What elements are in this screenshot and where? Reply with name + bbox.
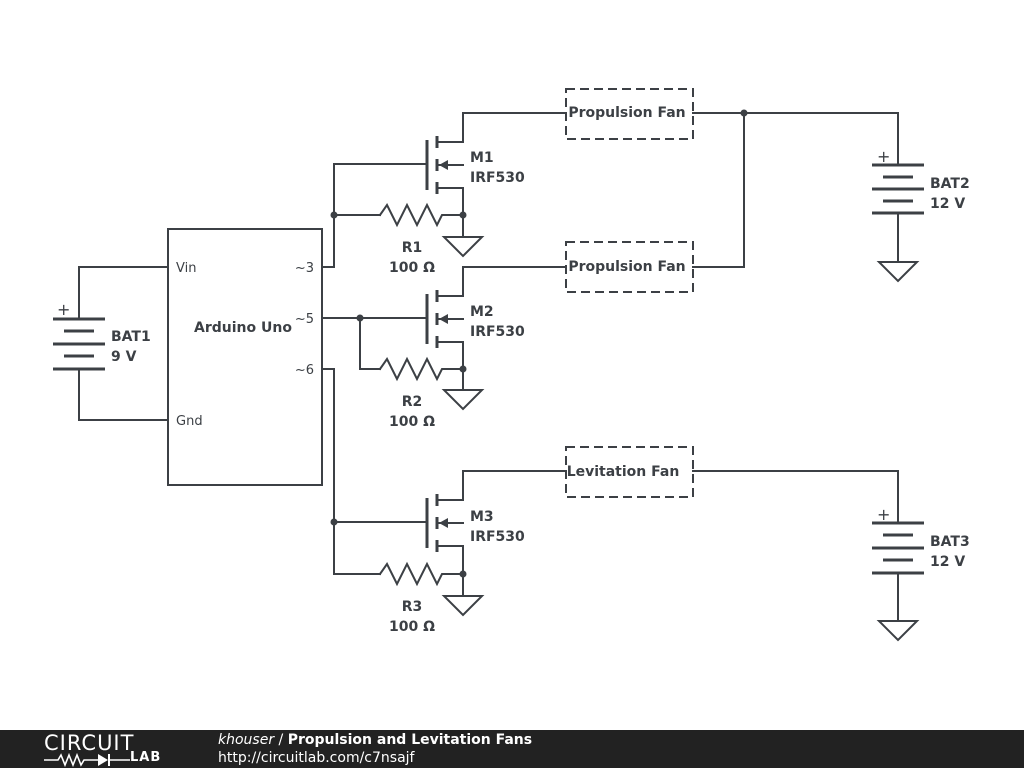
bat3-wiring bbox=[692, 470, 899, 622]
bat1-battery: + BAT1 9 V bbox=[53, 266, 151, 421]
arduino-uno-block: Arduino Uno Vin Gnd ~3 ~5 ~6 bbox=[78, 228, 323, 486]
circuitlab-logo[interactable]: CIRCUIT LAB bbox=[44, 731, 174, 768]
ground-m1 bbox=[441, 236, 485, 258]
m1-part: IRF530 bbox=[470, 170, 525, 186]
ground-m3 bbox=[441, 595, 485, 617]
propulsion-fan-1: Propulsion Fan bbox=[462, 88, 694, 140]
logo-text-lab: LAB bbox=[130, 750, 162, 765]
bat2-value: 12 V bbox=[930, 196, 965, 212]
bat3-plus-sign: + bbox=[877, 505, 890, 524]
resistor-r1: R1 100 Ω bbox=[378, 202, 467, 276]
mosfet-m3: M3 IRF530 bbox=[425, 470, 525, 597]
credit-separator: / bbox=[274, 732, 288, 748]
bat3-name: BAT3 bbox=[930, 534, 970, 550]
m3-part: IRF530 bbox=[470, 529, 525, 545]
r2-value: 100 Ω bbox=[389, 414, 435, 430]
r2-name: R2 bbox=[402, 394, 423, 410]
bat3-battery: + BAT3 12 V bbox=[872, 505, 970, 575]
fan1-label: Propulsion Fan bbox=[568, 105, 685, 121]
bat1-plus-sign: + bbox=[57, 300, 70, 319]
circuit-url-link[interactable]: http://circuitlab.com/c7nsajf bbox=[218, 750, 415, 766]
gate-wire-m2 bbox=[321, 314, 426, 370]
r3-name: R3 bbox=[402, 599, 423, 615]
gate-wire-m3 bbox=[321, 368, 426, 575]
arduino-pin-6: ~6 bbox=[295, 363, 314, 378]
gate-wire-m1 bbox=[321, 163, 426, 268]
ground-bat3 bbox=[876, 620, 920, 642]
ground-m2 bbox=[441, 389, 485, 411]
resistor-r3: R3 100 Ω bbox=[378, 561, 467, 635]
logo-resistor-diode-icon bbox=[44, 752, 130, 768]
m2-name: M2 bbox=[470, 304, 494, 320]
arduino-pin-3: ~3 bbox=[295, 261, 314, 276]
bat2-name: BAT2 bbox=[930, 176, 970, 192]
r1-value: 100 Ω bbox=[389, 260, 435, 276]
footer-bar: CIRCUIT LAB khouser / Propulsion and Lev… bbox=[0, 730, 1024, 768]
resistor-r2: R2 100 Ω bbox=[378, 356, 467, 430]
fan3-label: Levitation Fan bbox=[567, 464, 680, 480]
levitation-fan: Levitation Fan bbox=[462, 446, 694, 498]
bat1-name: BAT1 bbox=[111, 329, 151, 345]
m1-name: M1 bbox=[470, 150, 494, 166]
m2-part: IRF530 bbox=[470, 324, 525, 340]
author-name[interactable]: khouser bbox=[218, 732, 275, 748]
circuit-title: Propulsion and Levitation Fans bbox=[287, 732, 533, 748]
arduino-pin-gnd: Gnd bbox=[176, 414, 203, 429]
circuit-credit: khouser / Propulsion and Levitation Fans bbox=[218, 731, 532, 749]
propulsion-fan-2: Propulsion Fan bbox=[462, 241, 694, 293]
bat2-battery: + BAT2 12 V bbox=[872, 147, 970, 215]
bat2-wiring bbox=[692, 109, 899, 268]
bat1-value: 9 V bbox=[111, 349, 137, 365]
arduino-name: Arduino Uno bbox=[194, 320, 292, 336]
arduino-pin-vin: Vin bbox=[176, 261, 196, 276]
arduino-pin-5: ~5 bbox=[295, 312, 314, 327]
bat3-value: 12 V bbox=[930, 554, 965, 570]
r1-name: R1 bbox=[402, 240, 423, 256]
m3-name: M3 bbox=[470, 509, 494, 525]
circuit-schematic: + BAT1 9 V Arduino Uno Vin Gnd ~3 ~5 ~6 … bbox=[53, 88, 970, 642]
ground-bat2 bbox=[876, 261, 920, 283]
r3-value: 100 Ω bbox=[389, 619, 435, 635]
mosfet-m2: M2 IRF530 bbox=[425, 266, 525, 391]
bat2-plus-sign: + bbox=[877, 147, 890, 166]
fan2-label: Propulsion Fan bbox=[568, 259, 685, 275]
mosfet-m1: M1 IRF530 bbox=[425, 112, 525, 238]
logo-text-circuit: CIRCUIT bbox=[44, 731, 135, 755]
